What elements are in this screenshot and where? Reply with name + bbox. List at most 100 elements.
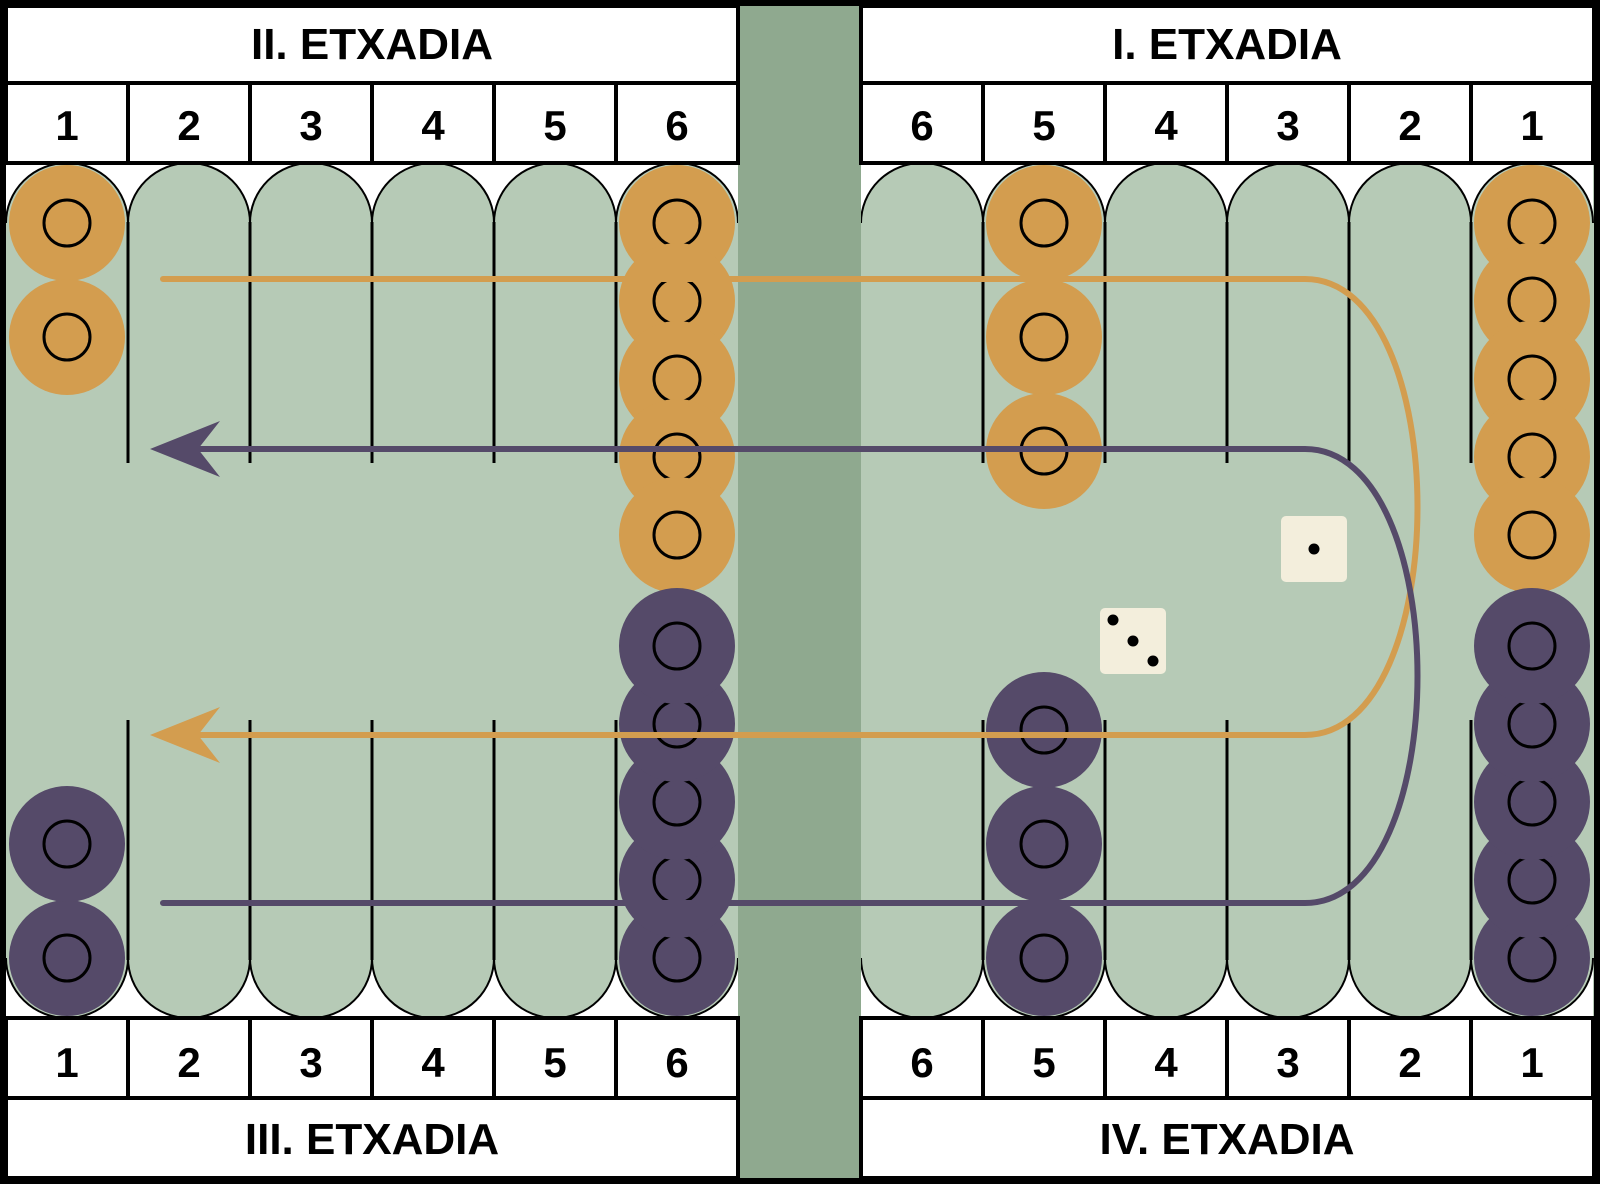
point-number-cell [1225, 81, 1351, 165]
point-number: 5 [1032, 102, 1055, 149]
point-number: 3 [1276, 102, 1299, 149]
point-number-cell [4, 81, 130, 165]
point-number-cell [859, 1016, 985, 1100]
point-number: 6 [910, 1039, 933, 1086]
center-bar [738, 6, 861, 1178]
checker-body[interactable] [986, 165, 1102, 281]
quadrant-title-top-left: II. ETXADIA [251, 20, 493, 69]
point-number: 1 [1520, 102, 1543, 149]
point-number-cell [614, 1016, 740, 1100]
die-pip [1308, 543, 1320, 555]
checker-body[interactable] [619, 588, 735, 704]
checker-orange-icon[interactable] [619, 477, 735, 593]
checker-body[interactable] [986, 786, 1102, 902]
point-number: 6 [910, 102, 933, 149]
arrow-path-purple-icon [150, 421, 1421, 906]
quadrant-title-bottom-left: III. ETXADIA [245, 1115, 499, 1164]
point-number-cell [1103, 1016, 1229, 1100]
point-number-cell [492, 81, 618, 165]
header-left: II. ETXADIA [4, 4, 740, 85]
checker-purple-icon[interactable] [1474, 588, 1590, 704]
point-number-cell [4, 1016, 130, 1100]
checker-body[interactable] [1474, 477, 1590, 593]
arch-background [861, 163, 1593, 223]
point-number: 4 [1154, 1039, 1178, 1086]
checker-body[interactable] [9, 165, 125, 281]
checker-ring [1019, 705, 1069, 755]
die-one[interactable] [1281, 516, 1347, 582]
checker-body[interactable] [1474, 588, 1590, 704]
checker-body[interactable] [9, 786, 125, 902]
checker-purple-icon[interactable] [986, 900, 1102, 1016]
checker-ring [1019, 312, 1069, 362]
arrow-path-orange-icon [150, 276, 1421, 763]
checker-ring [42, 198, 92, 248]
checker-purple-icon[interactable] [9, 900, 125, 1016]
checker-orange-icon[interactable] [1474, 477, 1590, 593]
arrow-head-orange-icon [150, 707, 220, 763]
point-number: 6 [665, 102, 688, 149]
point-number-cell [1225, 1016, 1351, 1100]
point-number: 3 [299, 102, 322, 149]
die-pip [1147, 655, 1159, 667]
point-number-cell [248, 1016, 374, 1100]
checkers-layer [9, 165, 1590, 1016]
checker-orange-icon[interactable] [9, 279, 125, 395]
footer-right: IV. ETXADIA [859, 1096, 1596, 1180]
checker-orange-icon[interactable] [9, 165, 125, 281]
checker-orange-icon[interactable] [986, 165, 1102, 281]
checker-purple-icon[interactable] [9, 786, 125, 902]
point-number-cell [370, 81, 496, 165]
point-number: 2 [1398, 1039, 1421, 1086]
point-number: 4 [1154, 102, 1178, 149]
point-number-cell [1469, 1016, 1595, 1100]
point-number: 2 [177, 1039, 200, 1086]
point-number: 3 [299, 1039, 322, 1086]
arch-background [861, 958, 1593, 1018]
point-number-cell [1469, 81, 1595, 165]
checker-body[interactable] [986, 279, 1102, 395]
checker-ring [1507, 510, 1557, 560]
point-number: 1 [55, 1039, 78, 1086]
point-number: 1 [55, 102, 78, 149]
arrow-head-purple-icon [150, 421, 220, 477]
header-right: I. ETXADIA [859, 4, 1596, 85]
checker-ring [1019, 819, 1069, 869]
point-number: 5 [1032, 1039, 1055, 1086]
checker-ring [1019, 198, 1069, 248]
point-number: 4 [421, 102, 445, 149]
point-number-cell [859, 81, 985, 165]
point-number: 1 [1520, 1039, 1543, 1086]
checker-purple-icon[interactable] [986, 672, 1102, 788]
point-number: 2 [177, 102, 200, 149]
checker-ring [1507, 621, 1557, 671]
checker-ring [652, 621, 702, 671]
arch-background [6, 958, 738, 1018]
arch-background [6, 163, 738, 223]
checker-body[interactable] [986, 672, 1102, 788]
point-number-cell [1347, 1016, 1473, 1100]
checker-purple-icon[interactable] [619, 588, 735, 704]
points-layer [5, 162, 1594, 1019]
checker-orange-icon[interactable] [986, 279, 1102, 395]
quadrant-title-bottom-right: IV. ETXADIA [1099, 1115, 1354, 1164]
point-number-cell [126, 81, 252, 165]
checker-ring [42, 819, 92, 869]
checker-purple-icon[interactable] [986, 786, 1102, 902]
point-number-cell [126, 1016, 252, 1100]
die-three[interactable] [1100, 608, 1166, 674]
point-number-cell [614, 81, 740, 165]
point-number: 2 [1398, 102, 1421, 149]
point-number-cell [981, 1016, 1107, 1100]
footer-left: III. ETXADIA [4, 1096, 740, 1180]
point-number: 4 [421, 1039, 445, 1086]
die-pip [1127, 635, 1139, 647]
checker-body[interactable] [9, 279, 125, 395]
point-number: 6 [665, 1039, 688, 1086]
checker-ring [1019, 933, 1069, 983]
checker-body[interactable] [619, 477, 735, 593]
checker-body[interactable] [986, 900, 1102, 1016]
point-number: 3 [1276, 1039, 1299, 1086]
checker-body[interactable] [9, 900, 125, 1016]
